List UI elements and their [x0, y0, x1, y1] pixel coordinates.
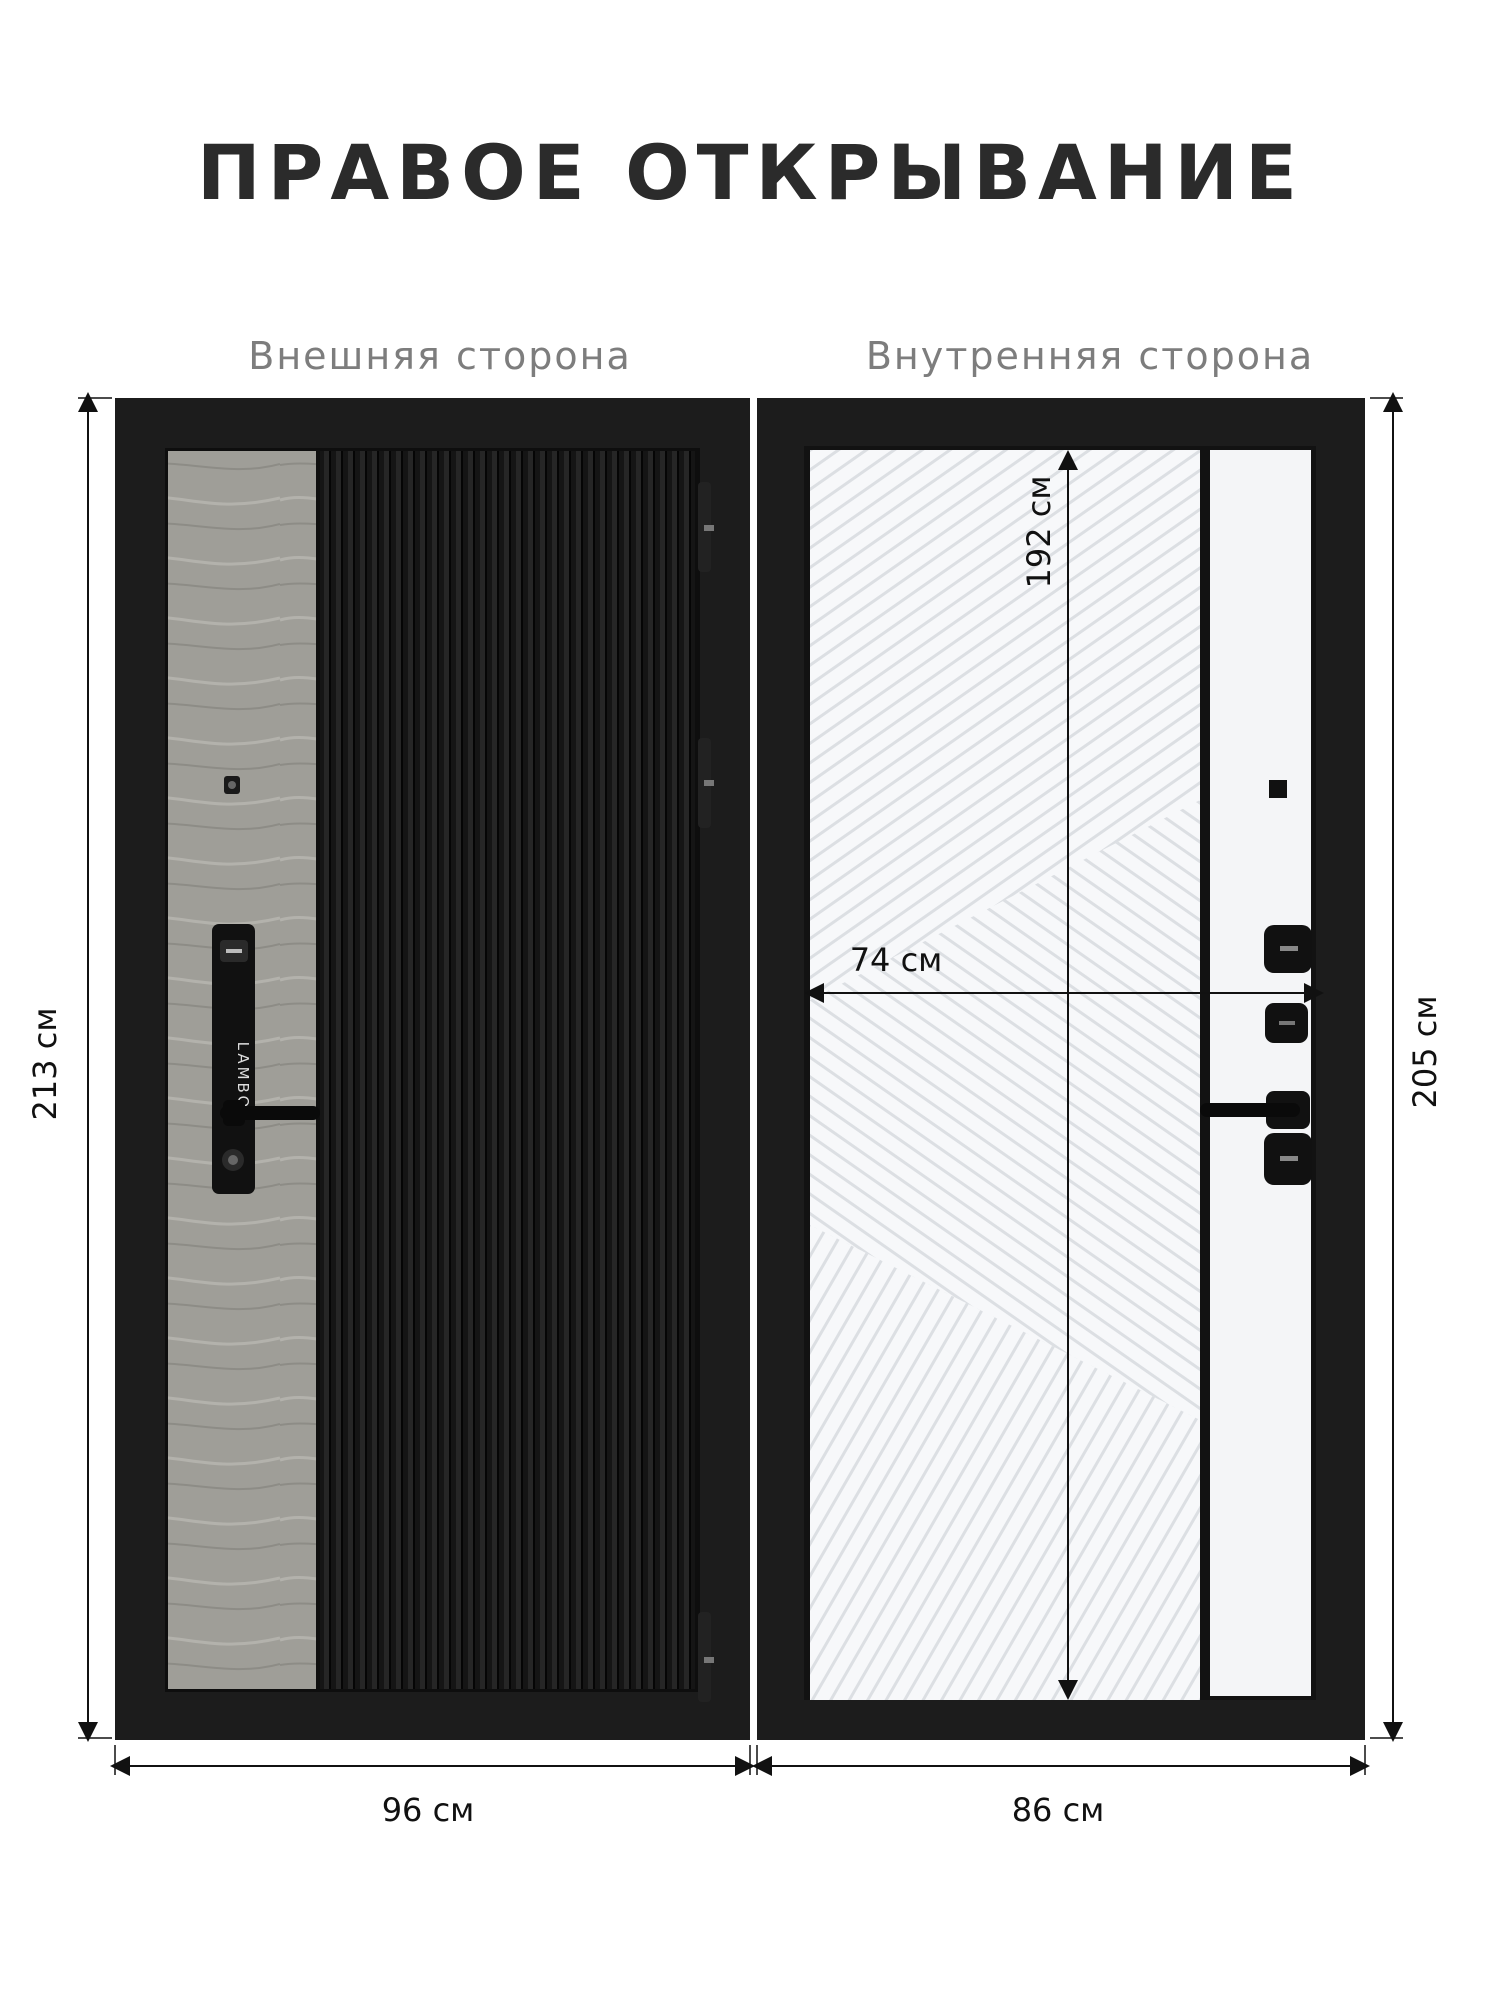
dimension-leaf-width: 74 см	[804, 941, 1324, 1003]
decorative-panel	[810, 450, 1200, 1700]
inner-strip	[1210, 450, 1311, 1696]
smart-lock	[212, 924, 255, 1194]
dimension-leaf-height: 192 см	[1020, 450, 1078, 1700]
ribbed-panel	[320, 451, 695, 1689]
outer-height-label: 213 см	[26, 1008, 64, 1121]
outer-door: LAMBO	[115, 398, 750, 1740]
inner-height-label: 205 см	[1406, 996, 1444, 1109]
inner-handle	[1200, 1103, 1300, 1117]
outer-side-label: Внешняя сторона	[248, 334, 632, 378]
peephole-icon	[1269, 780, 1287, 798]
leaf-width-label: 74 см	[850, 941, 943, 979]
inner-side-label: Внутренняя сторона	[865, 334, 1315, 378]
lock-brand: LAMBO	[234, 1042, 252, 1111]
leaf-height-label: 192 см	[1020, 476, 1058, 589]
dimension-inner-height: 205 см	[1370, 392, 1444, 1742]
inner-width-label: 86 см	[1012, 1791, 1105, 1829]
dimension-inner-width: 86 см	[752, 1745, 1370, 1829]
outer-width-label: 96 см	[382, 1791, 475, 1829]
dimension-outer-width: 96 см	[110, 1745, 755, 1829]
page-title: ПРАВОЕ ОТКРЫВАНИЕ	[197, 128, 1304, 217]
inner-door	[757, 398, 1365, 1740]
dimension-outer-height: 213 см	[26, 392, 112, 1742]
